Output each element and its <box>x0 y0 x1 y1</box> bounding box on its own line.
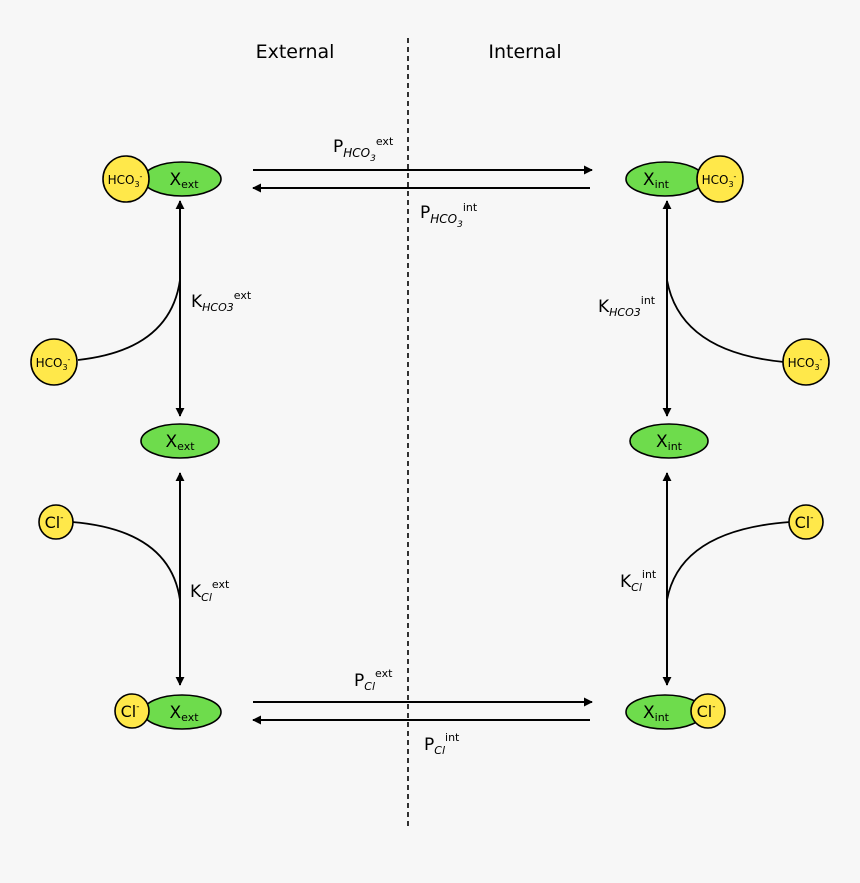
hco3-ion-free-int: HCO3- <box>782 338 830 386</box>
label-k-hco3-int: KHCO3int <box>598 294 656 319</box>
label-p-hco3-int: PHCO3int <box>420 201 478 230</box>
external-header: External <box>256 41 335 63</box>
internal-header: Internal <box>488 41 561 63</box>
label-p-cl-int: PClint <box>424 731 460 757</box>
hco3-ion-bound-ext: HCO3- <box>102 155 150 203</box>
svg-text:Xext: Xext <box>169 703 199 724</box>
svg-text:Cl-: Cl- <box>121 702 140 721</box>
curve-hco3-int <box>666 279 785 363</box>
carrier-int-top: Xint <box>625 161 705 197</box>
svg-text:Xint: Xint <box>656 432 683 453</box>
curve-hco3-ext <box>77 279 181 361</box>
label-k-hco3-ext: KHCO3ext <box>191 289 252 314</box>
cl-ion-bound-ext: Cl- <box>114 693 150 729</box>
curve-cl-ext <box>71 521 181 601</box>
svg-text:HCO3-: HCO3- <box>702 172 737 189</box>
svg-text:Xext: Xext <box>169 170 199 191</box>
svg-text:HCO3-: HCO3- <box>108 172 143 189</box>
svg-text:Cl-: Cl- <box>795 513 814 532</box>
svg-text:Cl-: Cl- <box>697 702 716 721</box>
svg-text:HCO3-: HCO3- <box>36 355 71 372</box>
carrier-ext-mid: Xext <box>140 423 220 459</box>
label-k-cl-int: KClint <box>620 568 657 594</box>
svg-text:HCO3-: HCO3- <box>788 355 823 372</box>
svg-text:Cl-: Cl- <box>45 513 64 532</box>
cl-ion-free-int: Cl- <box>788 504 824 540</box>
svg-text:Xext: Xext <box>165 432 195 453</box>
hco3-ion-bound-int: HCO3- <box>696 155 744 203</box>
carrier-ext-bottom: Xext <box>142 694 222 730</box>
label-p-cl-ext: PClext <box>354 667 393 693</box>
svg-text:Xint: Xint <box>643 170 670 191</box>
svg-text:Xint: Xint <box>643 703 670 724</box>
cl-ion-bound-int: Cl- <box>690 693 726 729</box>
cl-ion-free-ext: Cl- <box>38 504 74 540</box>
carrier-int-bottom: Xint <box>625 694 705 730</box>
hco3-ion-free-ext: HCO3- <box>30 338 78 386</box>
label-p-hco3-ext: PHCO3ext <box>333 135 394 164</box>
carrier-ext-top: Xext <box>142 161 222 197</box>
label-k-cl-ext: KClext <box>190 578 230 604</box>
curve-cl-int <box>666 521 791 601</box>
carrier-int-mid: Xint <box>629 423 709 459</box>
